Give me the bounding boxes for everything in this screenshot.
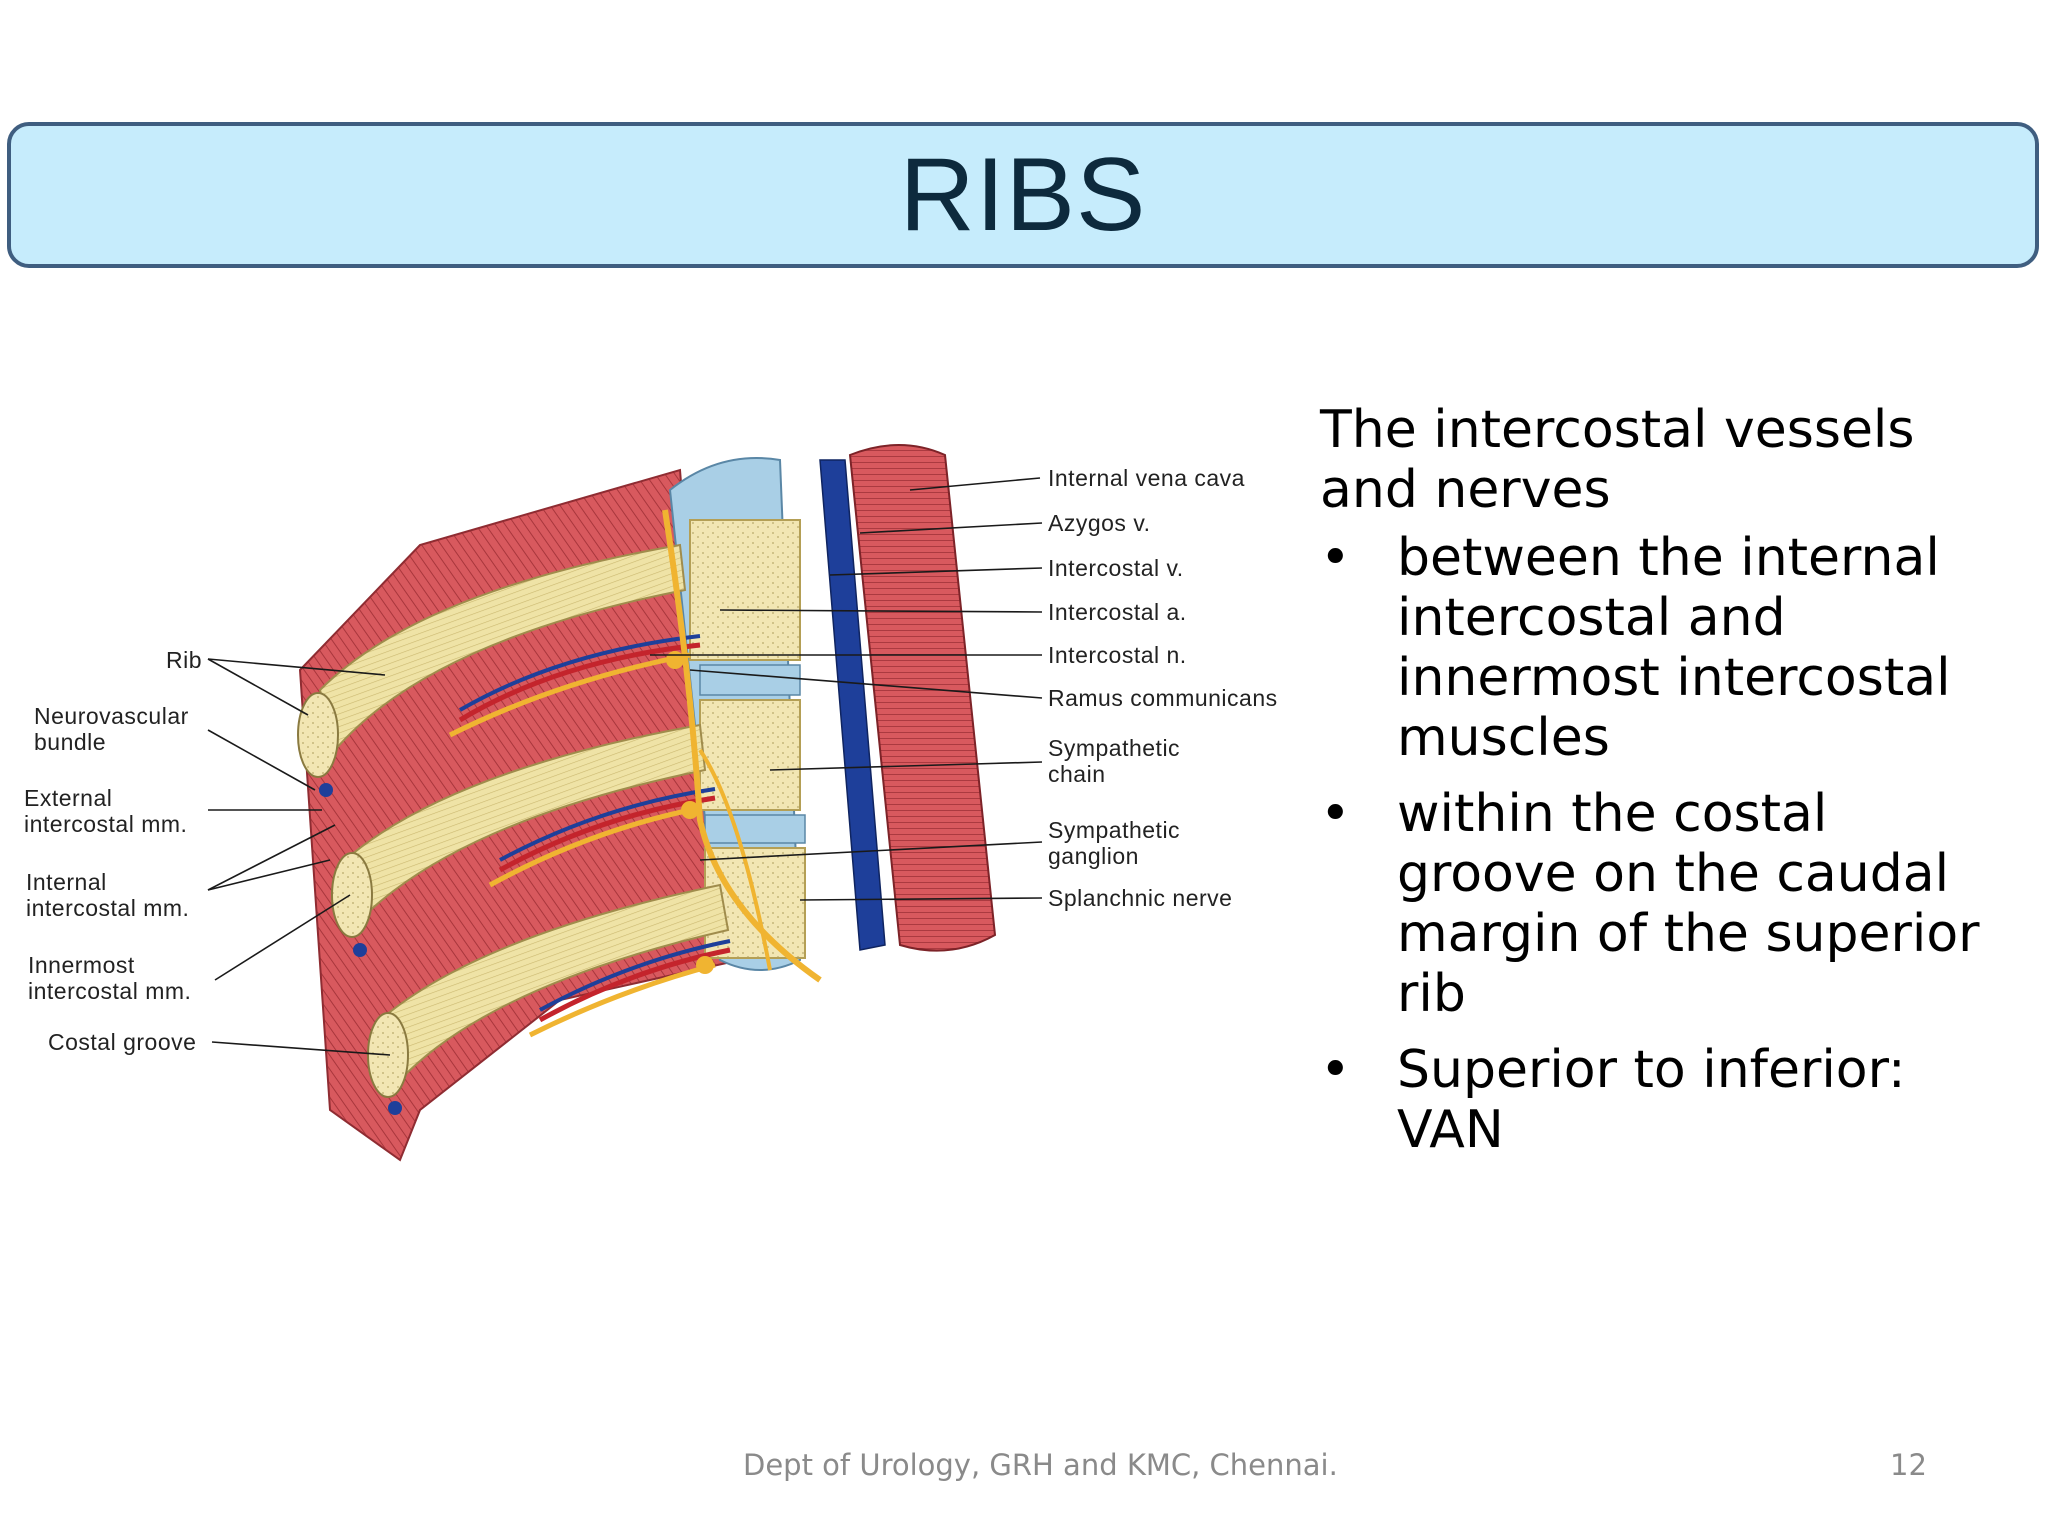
bullet-text: Superior to inferior: VAN xyxy=(1397,1040,1906,1160)
label-sympathetic-chain-1: Sympathetic xyxy=(1048,735,1180,761)
label-splanchnic: Splanchnic nerve xyxy=(1048,885,1232,911)
label-vena-cava: Internal vena cava xyxy=(1048,465,1245,491)
label-external-1: External xyxy=(24,785,112,811)
label-rib: Rib xyxy=(166,647,202,673)
vertebral-column xyxy=(668,457,806,971)
bullet-marker: • xyxy=(1320,1040,1351,1100)
label-innermost-1: Innermost xyxy=(28,952,135,978)
label-internal-2: intercostal mm. xyxy=(26,895,189,921)
bullet-item: • within the costal groove on the caudal… xyxy=(1320,784,2020,1024)
label-ramus: Ramus communicans xyxy=(1048,685,1278,711)
rib-bones xyxy=(318,543,730,1082)
azygos-vein xyxy=(819,459,886,951)
right-leader-lines xyxy=(650,477,1043,901)
label-sympathetic-ganglion-1: Sympathetic xyxy=(1048,817,1180,843)
page-number: 12 xyxy=(1890,1448,1927,1482)
bullet-marker: • xyxy=(1320,528,1351,588)
bullet-item: • Superior to inferior: VAN xyxy=(1320,1040,2020,1160)
label-neurovascular-1: Neurovascular xyxy=(34,703,189,729)
label-internal-1: Internal xyxy=(26,869,107,895)
bullet-item: • between the internal intercostal and i… xyxy=(1320,528,2020,768)
slide-footer: Dept of Urology, GRH and KMC, Chennai. xyxy=(743,1448,1338,1482)
label-intercostal-a: Intercostal a. xyxy=(1048,599,1187,625)
slide-title: RIBS xyxy=(899,137,1147,253)
body-text: The intercostal vessels and nerves • bet… xyxy=(1320,400,2020,1176)
label-intercostal-n: Intercostal n. xyxy=(1048,642,1187,668)
bullet-list: • between the internal intercostal and i… xyxy=(1320,528,2020,1160)
intro-text: The intercostal vessels and nerves xyxy=(1320,400,1915,520)
rib-cross-section-diagram: Rib Neurovascular bundle External interc… xyxy=(24,444,1278,1162)
label-innermost-2: intercostal mm. xyxy=(28,978,191,1004)
intercostal-vessels xyxy=(458,634,731,1023)
label-sympathetic-ganglion-2: ganglion xyxy=(1048,843,1139,869)
label-intercostal-v: Intercostal v. xyxy=(1048,555,1184,581)
anatomy-illustration: Rib Neurovascular bundle External interc… xyxy=(0,390,1320,1190)
title-banner: RIBS xyxy=(7,122,2039,268)
label-azygos: Azygos v. xyxy=(1048,510,1151,536)
left-leader-lines xyxy=(207,658,391,1056)
label-costal-groove: Costal groove xyxy=(48,1029,196,1055)
label-sympathetic-chain-2: chain xyxy=(1048,761,1105,787)
bullet-marker: • xyxy=(1320,784,1351,844)
label-external-2: intercostal mm. xyxy=(24,811,187,837)
bullet-text: within the costal groove on the caudal m… xyxy=(1397,784,1980,1024)
label-neurovascular-2: bundle xyxy=(34,729,106,755)
vena-cava-column xyxy=(848,444,997,952)
bullet-text: between the internal intercostal and inn… xyxy=(1397,528,1951,768)
